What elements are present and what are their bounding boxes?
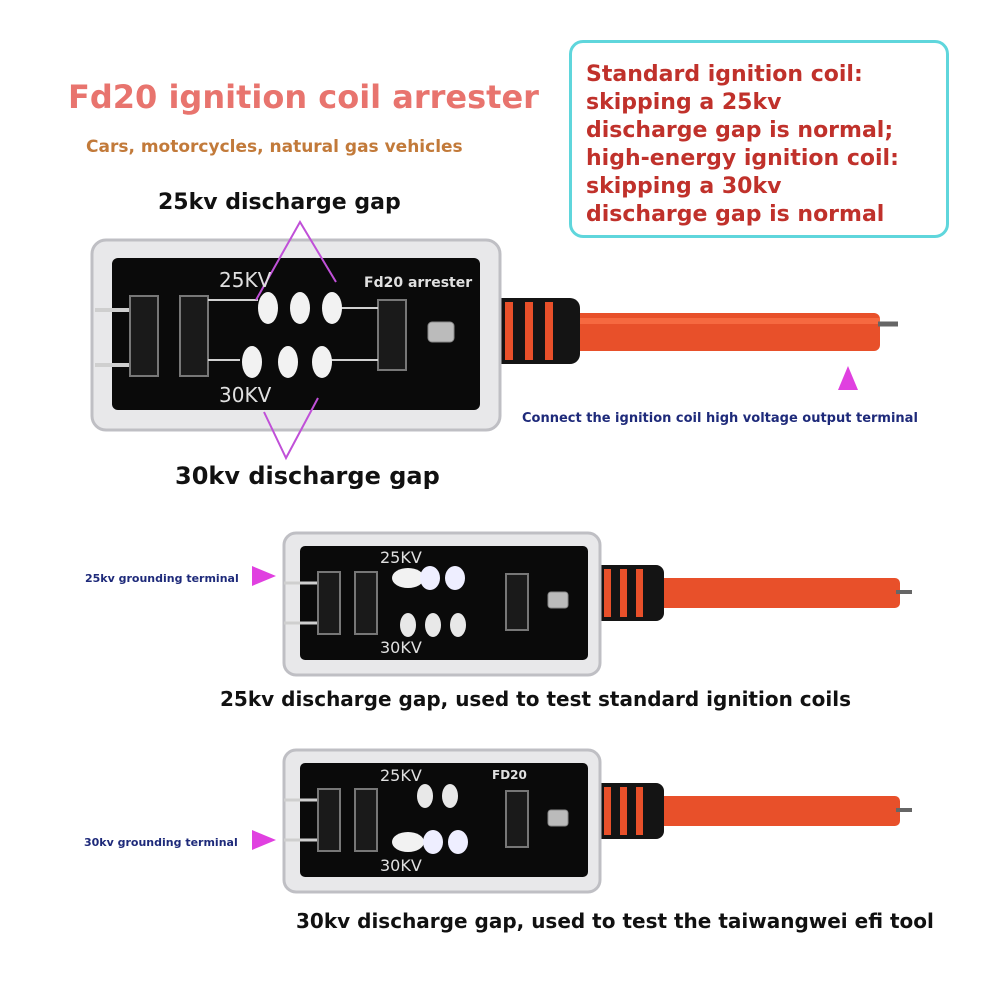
gap-30kv-label: 30kv discharge gap	[175, 462, 440, 490]
grounding-terminal-30kv-label: 30kv grounding terminal	[84, 836, 238, 849]
callout-line: discharge gap is normal;	[586, 118, 894, 143]
board-label-25kv: 25KV	[380, 766, 422, 785]
product-subtitle: Cars, motorcycles, natural gas vehicles	[86, 137, 463, 157]
callout-line: Standard ignition coil:	[586, 62, 863, 87]
caption-30kv: 30kv discharge gap, used to test the tai…	[296, 909, 934, 933]
caption-25kv: 25kv discharge gap, used to test standar…	[220, 687, 851, 711]
gap-25kv-label: 25kv discharge gap	[158, 190, 401, 215]
board-label-30kv: 30KV	[380, 856, 422, 875]
board-label-25kv: 25KV	[219, 268, 272, 292]
arrow-pointer	[838, 366, 858, 390]
callout-line: discharge gap is normal	[586, 202, 885, 227]
callout-line: high-energy ignition coil:	[586, 146, 899, 171]
info-callout: Standard ignition coil: skipping a 25kv …	[569, 40, 949, 238]
board-brand: FD20	[492, 768, 527, 782]
board-label-30kv: 30KV	[380, 638, 422, 657]
connect-terminal-label: Connect the ignition coil high voltage o…	[522, 411, 918, 426]
board-brand: Fd20 arrester	[364, 275, 473, 291]
board-label-25kv: 25KV	[380, 548, 422, 567]
grounding-terminal-25kv-label: 25kv grounding terminal	[85, 572, 239, 585]
board-label-30kv: 30KV	[219, 383, 272, 407]
callout-line: skipping a 30kv	[586, 174, 782, 199]
product-title: Fd20 ignition coil arrester	[68, 78, 539, 116]
callout-line: skipping a 25kv	[586, 90, 782, 115]
